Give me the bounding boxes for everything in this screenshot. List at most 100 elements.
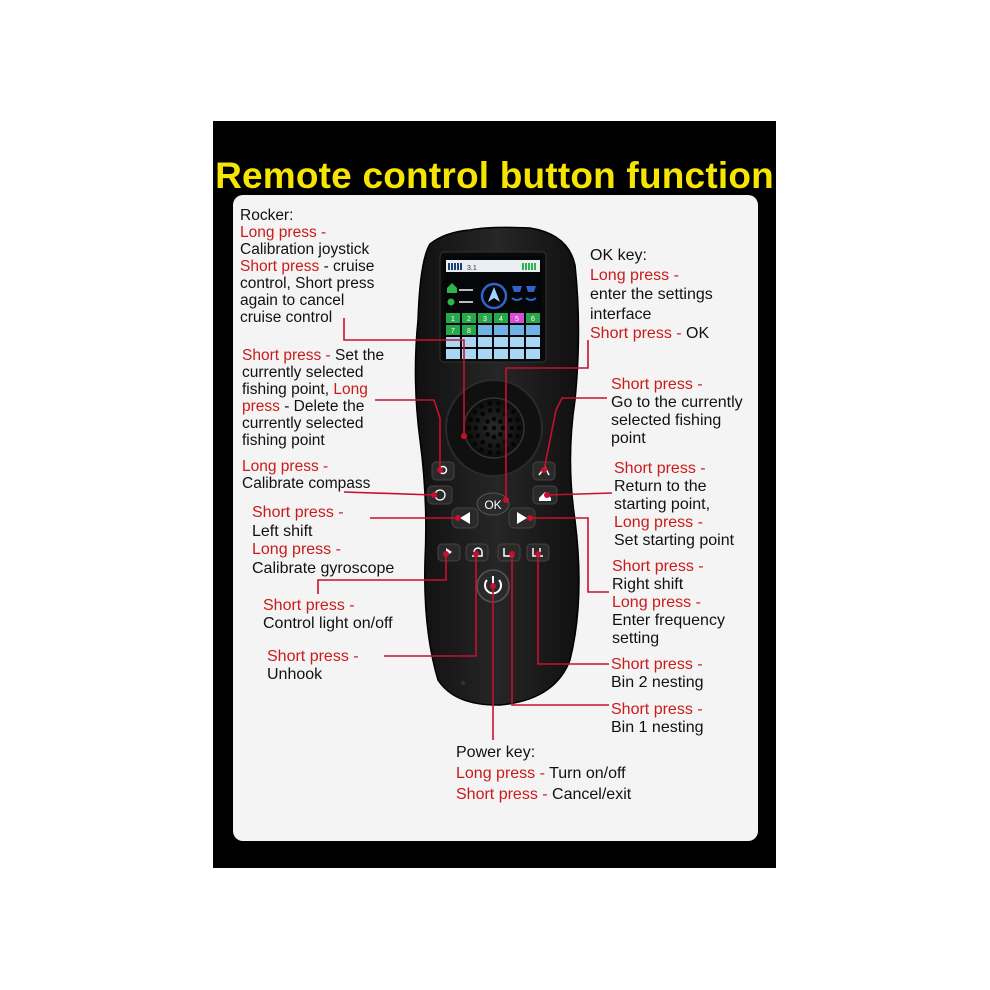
fishing-point-annotation: Short press - Set the currently selected…	[242, 347, 384, 449]
lcd-cell	[462, 337, 476, 347]
speaker-hole	[487, 408, 493, 413]
speaker-hole	[482, 425, 488, 431]
lcd-number: 8	[467, 328, 471, 335]
compass-long-press: Long press -	[242, 458, 329, 475]
lcd-cell	[526, 349, 540, 359]
lcd-cell	[494, 313, 508, 323]
bin2-annotation: Short press - Bin 2 nesting	[611, 656, 704, 692]
bin1-short-press: Short press -	[611, 701, 703, 718]
bin1-button[interactable]	[497, 543, 521, 562]
light-desc: Control light on/off	[263, 615, 393, 632]
ok-label: OK	[484, 498, 501, 512]
rsh-desc-2: Enter frequency	[612, 612, 725, 629]
power-heading: Power key:	[456, 744, 536, 761]
bin1-annotation: Short press - Bin 1 nesting	[611, 701, 704, 737]
lcd-cell	[446, 349, 460, 359]
speaker-hole	[510, 409, 516, 415]
rs-long-press: Long press -	[614, 514, 703, 531]
speaker-hole	[509, 425, 515, 431]
speaker-hole	[480, 411, 486, 417]
lcd-number: 7	[451, 328, 455, 335]
ok-short-desc: OK	[681, 325, 710, 342]
compass-desc: Calibrate compass	[242, 475, 371, 492]
lcd-cell	[494, 337, 508, 347]
speaker-hole	[473, 425, 479, 431]
fishing-point-button[interactable]	[431, 461, 455, 481]
speaker-hole	[479, 447, 484, 452]
fp-desc-6: fishing point	[242, 432, 325, 449]
rocker-joystick[interactable]	[445, 379, 543, 477]
lcd-cell	[510, 349, 524, 359]
lcd-cell	[446, 325, 460, 335]
power-annotation: Power key: Long press - Turn on/off Shor…	[456, 742, 631, 805]
unhook-desc: Unhook	[267, 666, 323, 683]
screen-signal-text: 3.1	[467, 265, 477, 272]
rsh-desc-1: Right shift	[612, 576, 684, 593]
speaker-hole	[491, 416, 497, 422]
rsh-short-press: Short press -	[612, 558, 704, 575]
goto-point-annotation: Short press - Go to the currently select…	[611, 376, 743, 448]
speaker-hole	[515, 434, 520, 439]
lcd-cell	[478, 325, 492, 335]
speaker-hole	[495, 443, 501, 448]
lcd-cell	[478, 349, 492, 359]
rocker-short-press: Short press	[240, 258, 320, 275]
power-short-desc: Cancel/exit	[547, 786, 632, 803]
speaker-hole	[479, 404, 484, 409]
ok-button[interactable]: OK	[476, 492, 510, 516]
goto-desc-2: selected fishing	[611, 412, 722, 429]
lcd-cell	[462, 325, 476, 335]
lcd-cell	[462, 349, 476, 359]
right-arrow-icon	[517, 512, 527, 524]
speaker-hole	[480, 439, 486, 445]
speaker-hole	[507, 433, 513, 439]
goto-short-press: Short press -	[611, 376, 703, 393]
rocker-short-desc-4: cruise control	[240, 309, 333, 326]
lcd-cell	[478, 337, 492, 347]
lcd-cell	[494, 349, 508, 359]
rocker-short-desc-3: again to cancel	[240, 292, 345, 309]
fp-long-press-a: Long	[329, 381, 368, 398]
leader-dots	[431, 433, 550, 589]
rocker-short-desc-1: - cruise	[319, 258, 375, 275]
fp-desc-3: fishing point,	[242, 381, 330, 398]
light-button[interactable]	[437, 543, 461, 562]
lcd-cell	[510, 325, 524, 335]
fp-desc-4: - Delete the	[279, 398, 365, 415]
lcd-cell	[526, 337, 540, 347]
ls-long-press: Long press -	[252, 541, 341, 558]
ls-short-press: Short press -	[252, 504, 344, 521]
lcd-number: 6	[531, 316, 535, 323]
leader-lines	[317, 318, 613, 740]
speaker-hole	[475, 417, 481, 423]
lcd-cell	[510, 337, 524, 347]
left-shift-annotation: Short press - Left shift Long press - Ca…	[252, 504, 394, 578]
speaker-hole	[475, 433, 481, 439]
ls-desc-1: Left shift	[252, 522, 313, 540]
goto-desc-3: point	[611, 430, 646, 447]
fp-desc-1: Set the	[330, 347, 385, 364]
lcd-cell	[478, 313, 492, 323]
left-arrow-icon	[460, 512, 470, 524]
fp-long-press-b: press	[242, 398, 280, 415]
power-long-press: Long press -	[456, 765, 545, 782]
speaker-hole	[515, 417, 520, 422]
speaker-hole	[485, 419, 490, 424]
speaker-hole	[491, 425, 497, 431]
rs-desc-2: starting point,	[614, 496, 711, 513]
speaker-hole	[516, 425, 522, 431]
rocker-heading: Rocker:	[240, 207, 294, 224]
ok-short-press: Short press -	[590, 325, 682, 342]
light-short-press: Short press -	[263, 597, 355, 614]
speaker-hole	[498, 419, 503, 424]
ok-key-annotation: OK key: Long press - enter the settings …	[590, 246, 713, 344]
speaker-hole	[496, 450, 501, 455]
speaker-hole	[472, 441, 478, 447]
goto-desc-1: Go to the currently	[611, 394, 743, 411]
speaker-hole	[485, 432, 490, 437]
speaker-hole	[498, 432, 503, 437]
speaker-hole	[510, 441, 516, 447]
unhook-short-press: Short press -	[267, 648, 359, 665]
light-annotation: Short press - Control light on/off	[263, 597, 393, 633]
power-long-desc: Turn on/off	[544, 765, 626, 782]
